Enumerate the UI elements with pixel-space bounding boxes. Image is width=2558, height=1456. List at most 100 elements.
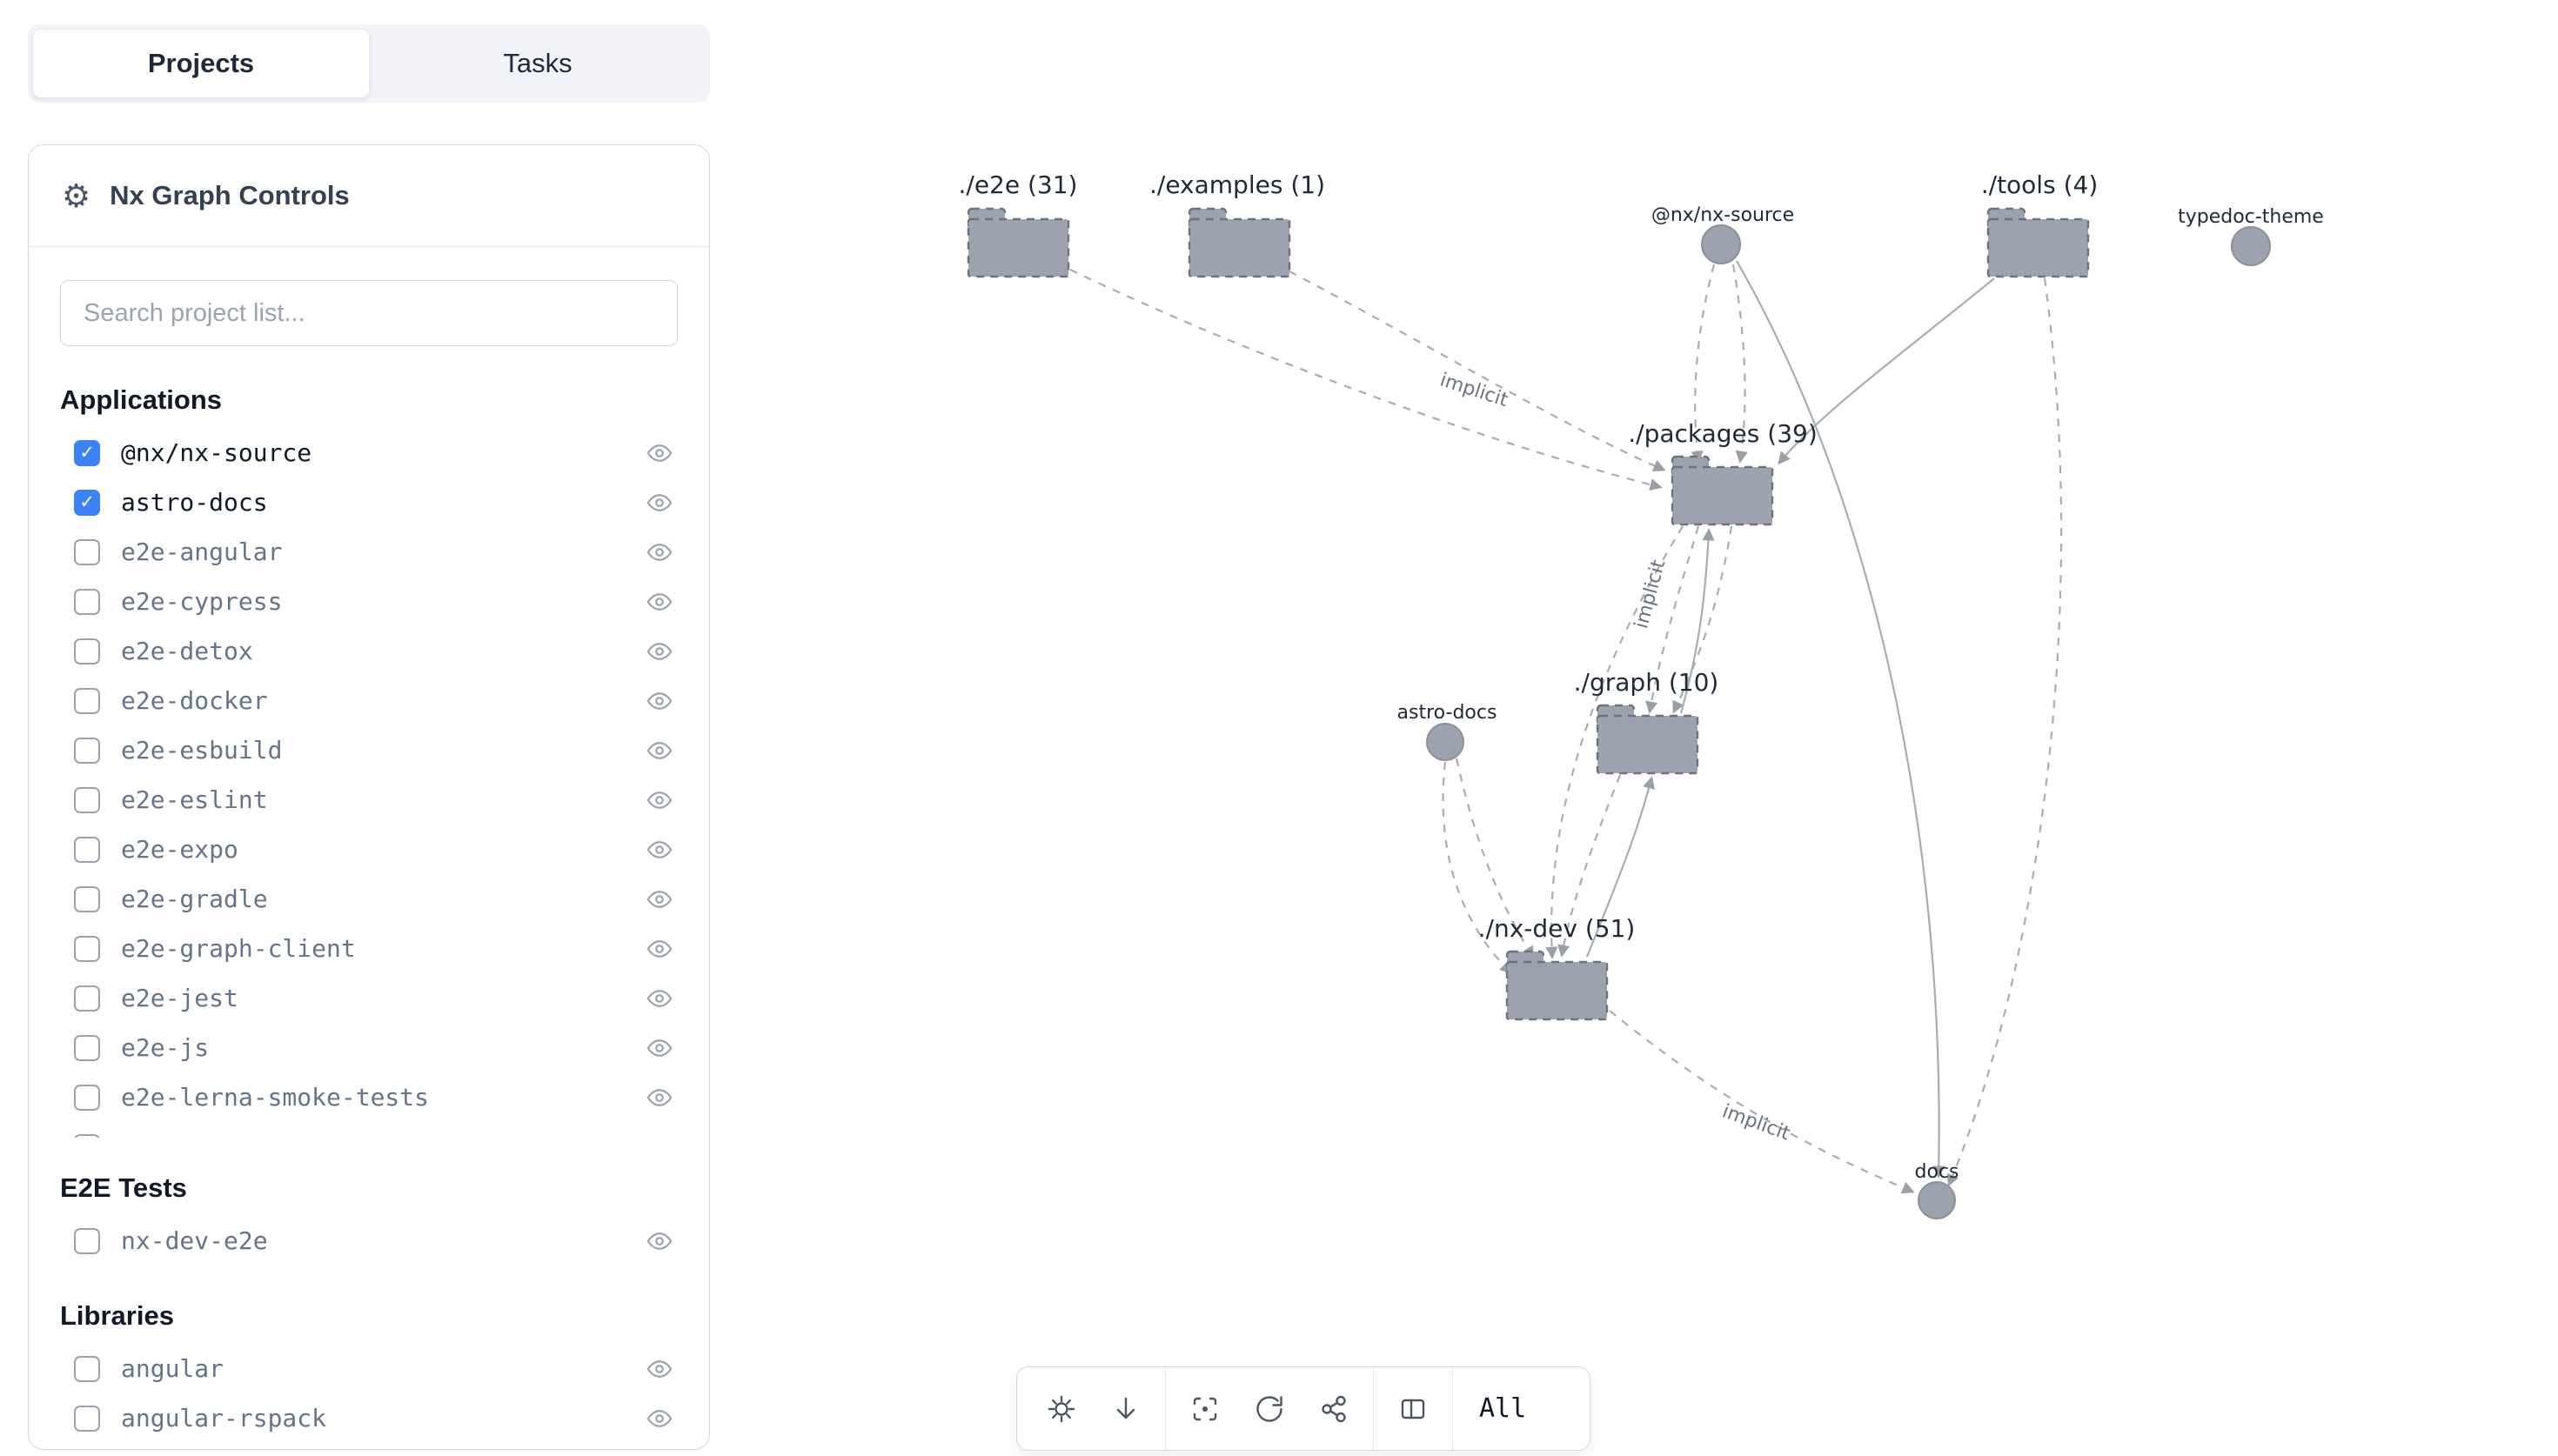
svg-text:./e2e (31): ./e2e (31)	[959, 170, 1078, 199]
project-checkbox[interactable]: ✓	[74, 1405, 100, 1432]
graph-node-graph[interactable]: ./graph (10)	[1574, 668, 1719, 775]
list-item-partial[interactable]	[29, 1122, 709, 1138]
project-checkbox[interactable]: ✓	[74, 1355, 100, 1382]
graph-node-e2e[interactable]: ./e2e (31)	[959, 170, 1078, 278]
project-checkbox[interactable]: ✓	[74, 489, 100, 516]
graph-toolbar: All	[1016, 1366, 1590, 1451]
project-checkbox[interactable]: ✓	[74, 1084, 100, 1111]
project-name: e2e-docker	[121, 686, 268, 715]
tab-projects[interactable]: Projects	[32, 29, 370, 98]
project-checkbox[interactable]: ✓	[74, 538, 100, 565]
project-name: e2e-angular	[121, 538, 283, 566]
project-list-item[interactable]: ✓ e2e-docker	[29, 676, 709, 725]
project-list-item[interactable]: ✓ e2e-expo	[29, 825, 709, 874]
focus-eye-icon[interactable]	[646, 589, 673, 615]
search-input[interactable]	[60, 280, 678, 346]
toolbar-separator	[1452, 1367, 1453, 1450]
refresh-icon	[1256, 1395, 1282, 1422]
project-name: angular	[121, 1354, 224, 1383]
share-button[interactable]	[1302, 1377, 1366, 1441]
project-checkbox[interactable]: ✓	[74, 439, 100, 466]
show-all-button[interactable]: All	[1460, 1377, 1545, 1441]
focus-eye-icon[interactable]	[646, 440, 673, 466]
focus-eye-icon[interactable]	[646, 539, 673, 565]
project-list-item[interactable]: ✓ e2e-angular	[29, 527, 709, 577]
graph-node-examples[interactable]: ./examples (1)	[1149, 170, 1325, 278]
gear-icon: ⚙	[62, 177, 91, 214]
project-list-item[interactable]: ✓ e2e-graph-client	[29, 924, 709, 973]
tab-tasks[interactable]: Tasks	[370, 29, 706, 98]
project-checkbox[interactable]: ✓	[74, 935, 100, 962]
project-name: astro-docs	[121, 488, 268, 517]
project-checkbox[interactable]: ✓	[74, 786, 100, 813]
focus-eye-icon[interactable]	[646, 1406, 673, 1432]
focus-eye-icon[interactable]	[646, 886, 673, 912]
project-name: e2e-graph-client	[121, 934, 356, 963]
project-list-item[interactable]: ✓ e2e-gradle	[29, 874, 709, 924]
project-list-item[interactable]: ✓ e2e-esbuild	[29, 725, 709, 775]
project-name: e2e-esbuild	[121, 736, 283, 765]
center-graph-button[interactable]	[1173, 1377, 1237, 1441]
focus-eye-icon[interactable]	[646, 787, 673, 813]
graph-node-packages[interactable]: ./packages (39)	[1628, 419, 1818, 526]
project-name: e2e-lerna-smoke-tests	[121, 1083, 430, 1112]
project-checkbox[interactable]: ✓	[74, 737, 100, 764]
project-list-item[interactable]: ✓ e2e-eslint	[29, 775, 709, 825]
project-list-item[interactable]: ✓ e2e-lerna-smoke-tests	[29, 1072, 709, 1122]
focus-eye-icon[interactable]	[646, 490, 673, 516]
project-name: e2e-gradle	[121, 885, 268, 913]
focus-eye-icon[interactable]	[646, 837, 673, 863]
project-list: ✓ nx-dev-e2e	[29, 1216, 709, 1266]
toolbar-separator	[1165, 1367, 1166, 1450]
focus-eye-icon[interactable]	[646, 1356, 673, 1382]
edge-label-implicit: implicit	[1719, 1100, 1793, 1145]
project-list-item[interactable]: ✓ e2e-js	[29, 1023, 709, 1072]
graph-node-nx-source[interactable]: @nx/nx-source	[1651, 204, 1794, 264]
focus-eye-icon[interactable]	[646, 1228, 673, 1254]
focus-eye-icon[interactable]	[646, 936, 673, 962]
project-checkbox[interactable]: ✓	[74, 1034, 100, 1061]
project-checkbox[interactable]: ✓	[74, 985, 100, 1012]
layout-options-button[interactable]	[1381, 1377, 1445, 1441]
svg-text:docs: docs	[1915, 1161, 1959, 1183]
graph-node-astro-docs[interactable]: astro-docs	[1397, 702, 1497, 761]
svg-text:astro-docs: astro-docs	[1397, 702, 1497, 724]
project-list: ✓ @nx/nx-source ✓ astro-docs ✓ e2e-angul…	[29, 428, 709, 1122]
theme-toggle-button[interactable]	[1029, 1377, 1094, 1441]
graph-node-tools[interactable]: ./tools (4)	[1981, 170, 2099, 278]
project-list-item[interactable]: ✓ e2e-cypress	[29, 577, 709, 626]
project-list-item[interactable]: ✓ angular	[29, 1344, 709, 1393]
focus-eye-icon[interactable]	[646, 1035, 673, 1061]
focus-eye-icon[interactable]	[646, 638, 673, 665]
project-list-item[interactable]: ✓ e2e-detox	[29, 626, 709, 676]
project-list-item[interactable]: ✓ angular-rspack	[29, 1393, 709, 1443]
project-list-item[interactable]: ✓ astro-docs	[29, 478, 709, 527]
project-checkbox[interactable]: ✓	[74, 638, 100, 665]
graph-node-docs[interactable]: docs	[1915, 1161, 1959, 1219]
project-list-item[interactable]: ✓ e2e-jest	[29, 973, 709, 1023]
focus-eye-icon[interactable]	[646, 1085, 673, 1111]
project-checkbox[interactable]: ✓	[74, 836, 100, 863]
project-checkbox[interactable]: ✓	[74, 885, 100, 912]
download-button[interactable]	[1094, 1377, 1158, 1441]
edge-label-implicit: implicit	[1631, 558, 1670, 631]
focus-eye-icon[interactable]	[646, 738, 673, 764]
share-icon	[1322, 1395, 1346, 1422]
graph-node-nx-dev[interactable]: ./nx-dev (51)	[1478, 914, 1636, 1021]
project-checkbox[interactable]: ✓	[74, 1227, 100, 1254]
toolbar-separator	[1373, 1367, 1374, 1450]
project-checkbox[interactable]: ✓	[74, 687, 100, 714]
focus-eye-icon[interactable]	[646, 688, 673, 714]
project-name: e2e-expo	[121, 835, 238, 864]
project-name: angular-rspack	[121, 1404, 327, 1433]
focus-eye-icon[interactable]	[646, 985, 673, 1012]
graph-node-typedoc-theme[interactable]: typedoc-theme	[2178, 206, 2324, 266]
project-checkbox[interactable]: ✓	[74, 588, 100, 615]
refresh-layout-button[interactable]	[1237, 1377, 1302, 1441]
svg-text:typedoc-theme: typedoc-theme	[2178, 206, 2324, 228]
project-name: e2e-eslint	[121, 785, 268, 814]
project-list-item[interactable]: ✓ @nx/nx-source	[29, 428, 709, 478]
graph-controls-panel: ⚙ Nx Graph Controls Applications ✓ @nx/n…	[28, 144, 710, 1450]
project-list-item[interactable]: ✓ nx-dev-e2e	[29, 1216, 709, 1266]
